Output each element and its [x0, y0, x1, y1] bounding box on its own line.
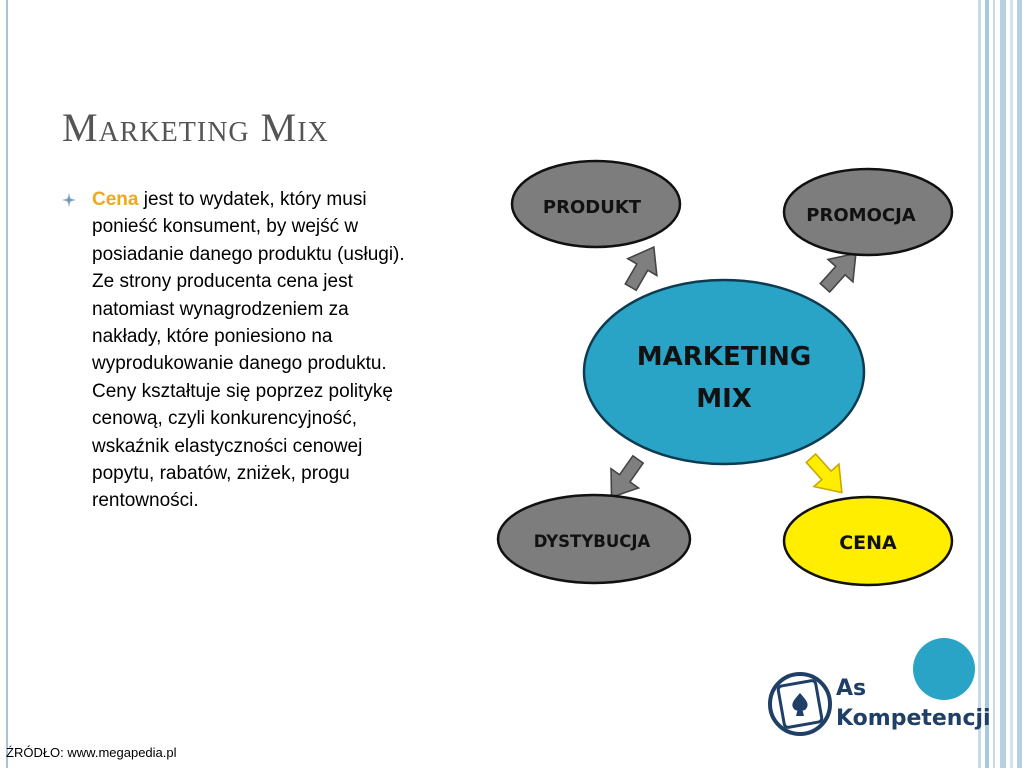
- logo-dot-icon: [913, 638, 975, 700]
- arrow-to-cena: [805, 452, 843, 494]
- arrow-to-dystrybucja: [610, 454, 645, 499]
- node-produkt: PRODUKT: [510, 159, 682, 249]
- center-node: MARKETING MIX: [582, 278, 866, 466]
- node-promocja: PROMOCJA: [782, 167, 954, 257]
- node-dystrybucja: DYSTYBUCJA: [496, 493, 692, 585]
- center-label-line2: MIX: [696, 384, 752, 414]
- logo-ring-icon: [768, 672, 832, 736]
- diamond-bullet-icon: [62, 193, 76, 207]
- logo-text-line2: Kompetencji: [836, 706, 991, 731]
- right-decorative-stripes: [976, 0, 1024, 768]
- source-note: ŹRÓDŁO: www.megapedia.pl: [6, 745, 177, 760]
- slide-title: Marketing Mix: [62, 105, 329, 150]
- node-produkt-label: PRODUKT: [543, 197, 642, 218]
- node-dystrybucja-label: DYSTYBUCJA: [534, 532, 651, 551]
- node-cena: CENA: [782, 495, 954, 587]
- node-promocja-label: PROMOCJA: [806, 205, 915, 226]
- arrow-to-promocja: [819, 252, 857, 294]
- bullet-keyword: Cena: [92, 189, 139, 210]
- bullet-paragraph: Cena jest to wydatek, który musi ponieść…: [62, 186, 412, 515]
- logo-text-line1: As: [836, 676, 867, 701]
- node-cena-label: CENA: [839, 532, 897, 554]
- bullet-text: Cena jest to wydatek, który musi ponieść…: [92, 186, 412, 515]
- logo-mark: [768, 638, 975, 736]
- spade-icon: [792, 693, 808, 716]
- bullet-body: jest to wydatek, który musi ponieść kons…: [92, 189, 405, 512]
- arrow-to-produkt: [624, 245, 658, 292]
- left-border-line: [0, 0, 8, 768]
- center-label-line1: MARKETING: [637, 342, 811, 372]
